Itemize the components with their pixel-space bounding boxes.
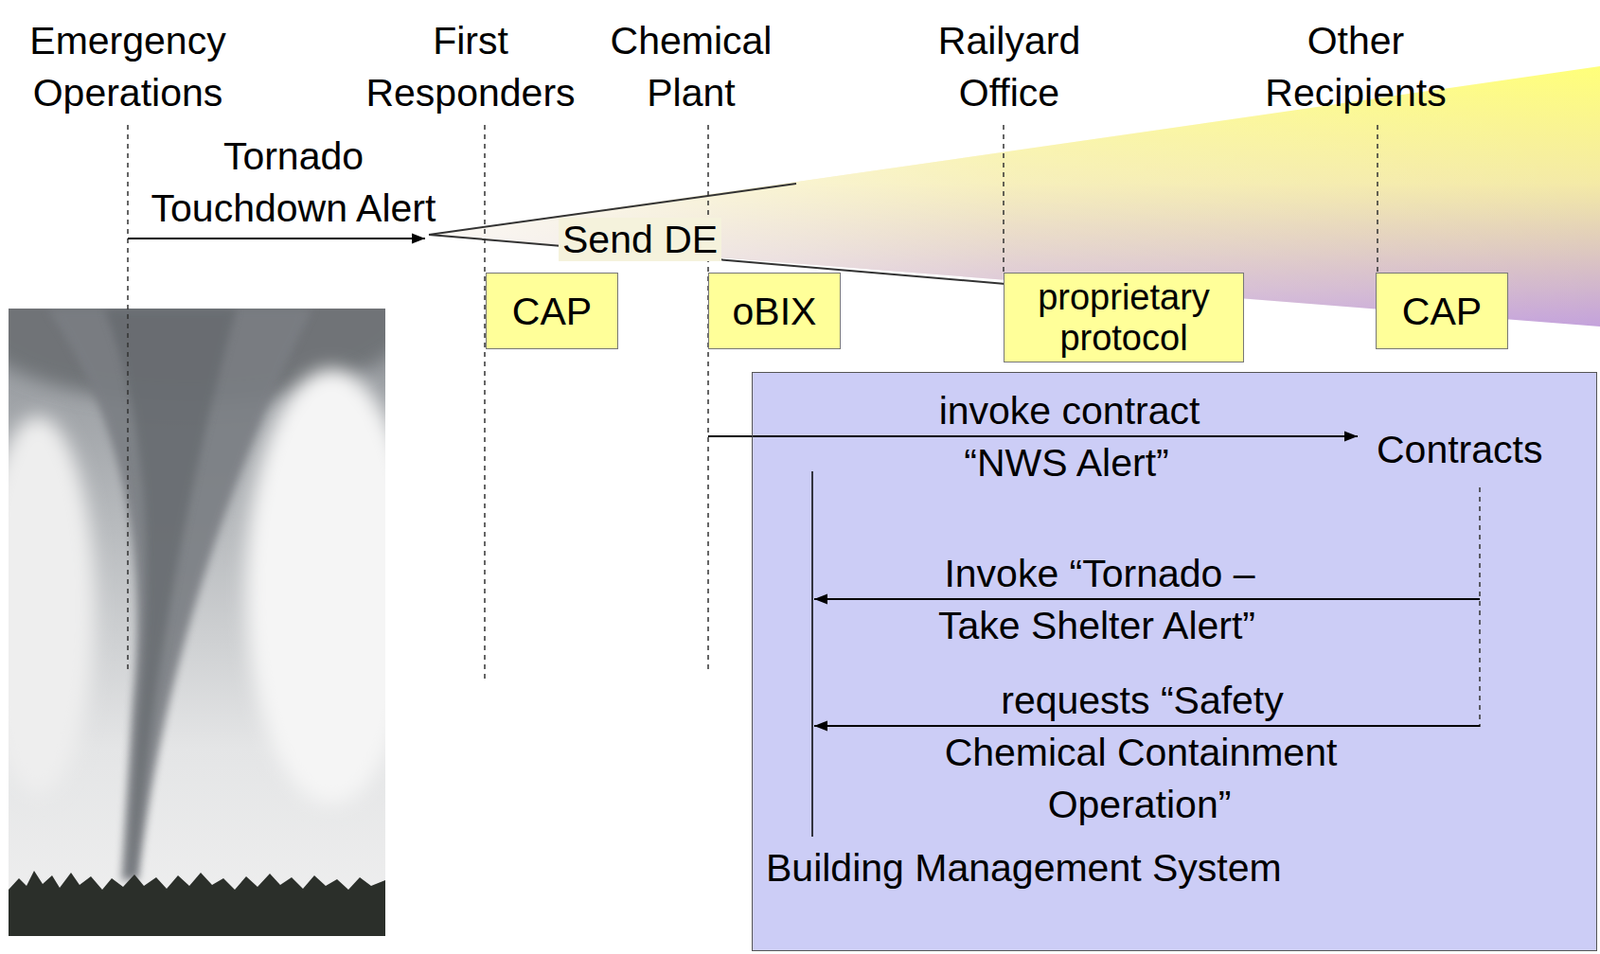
tornado-photo — [8, 308, 386, 937]
lifeline-header: Railyard Office — [938, 18, 1081, 115]
tornado-core — [104, 308, 237, 876]
message-label: Invoke “Tornado – Take Shelter Alert” — [938, 551, 1259, 648]
panel-title-box: Building Management System — [765, 842, 1282, 895]
lifeline-header-box: Chemical Plant — [577, 15, 805, 120]
message-label: invoke contract “NWS Alert” — [936, 389, 1201, 485]
tornado-funnel — [47, 308, 313, 881]
system-lifeline — [811, 471, 814, 837]
participant-label-box: Contracts — [1376, 424, 1543, 477]
lifeline — [707, 124, 710, 673]
message-label-box: Tornado Touchdown Alert — [123, 130, 464, 235]
lifeline-header: Emergency Operations — [29, 18, 226, 115]
lifeline-header-box: Railyard Office — [895, 15, 1123, 120]
message-arrow — [814, 598, 1480, 601]
broadcast-label-box: Send DE — [558, 213, 722, 267]
message-label-box: Invoke “Tornado – Take Shelter Alert” — [908, 548, 1288, 653]
protocol-box: CAP — [1375, 272, 1509, 350]
lifeline — [1002, 124, 1005, 273]
lifeline-header-box: Emergency Operations — [0, 15, 261, 120]
lifeline-header: First Responders — [365, 18, 575, 115]
lifeline — [1478, 487, 1481, 728]
box-text: CAP — [512, 288, 592, 335]
message-label: requests “Safety Chemical Containment Op… — [944, 678, 1338, 827]
box-text: oBIX — [732, 288, 818, 335]
light-cloud — [8, 416, 95, 796]
message-label: Tornado Touchdown Alert — [151, 134, 437, 231]
protocol-box: proprietary protocol — [1003, 272, 1245, 363]
lifelines — [127, 124, 1480, 728]
panel-fill — [751, 372, 1598, 952]
panel-title: Building Management System — [765, 846, 1282, 890]
lifeline — [483, 124, 486, 682]
protocol-box: CAP — [485, 272, 619, 350]
lifeline — [126, 124, 129, 674]
protocol-box: oBIX — [708, 272, 841, 350]
broadcast-label: Send DE — [558, 217, 722, 262]
message-label-box: invoke contract “NWS Alert” — [916, 385, 1220, 490]
light-cloud — [246, 369, 386, 805]
box-text: proprietary protocol — [1013, 277, 1235, 359]
message-label-box: requests “Safety Chemical Containment Op… — [932, 675, 1350, 832]
lifeline-header: Other Recipients — [1264, 18, 1446, 115]
lifeline-header: Chemical Plant — [610, 18, 773, 115]
lifeline — [1376, 124, 1379, 273]
message-arrow — [814, 725, 1480, 728]
lifeline-header-box: Other Recipients — [1232, 15, 1479, 120]
lifeline-header-box: First Responders — [347, 15, 594, 120]
message-arrow — [708, 435, 1358, 438]
participant-label: Contracts — [1376, 427, 1543, 472]
message-arrow — [127, 237, 426, 240]
tree-line — [8, 871, 386, 937]
system-panel: invoke contract “NWS Alert” ContractsInvo… — [751, 372, 1598, 952]
box-text: CAP — [1402, 288, 1482, 335]
